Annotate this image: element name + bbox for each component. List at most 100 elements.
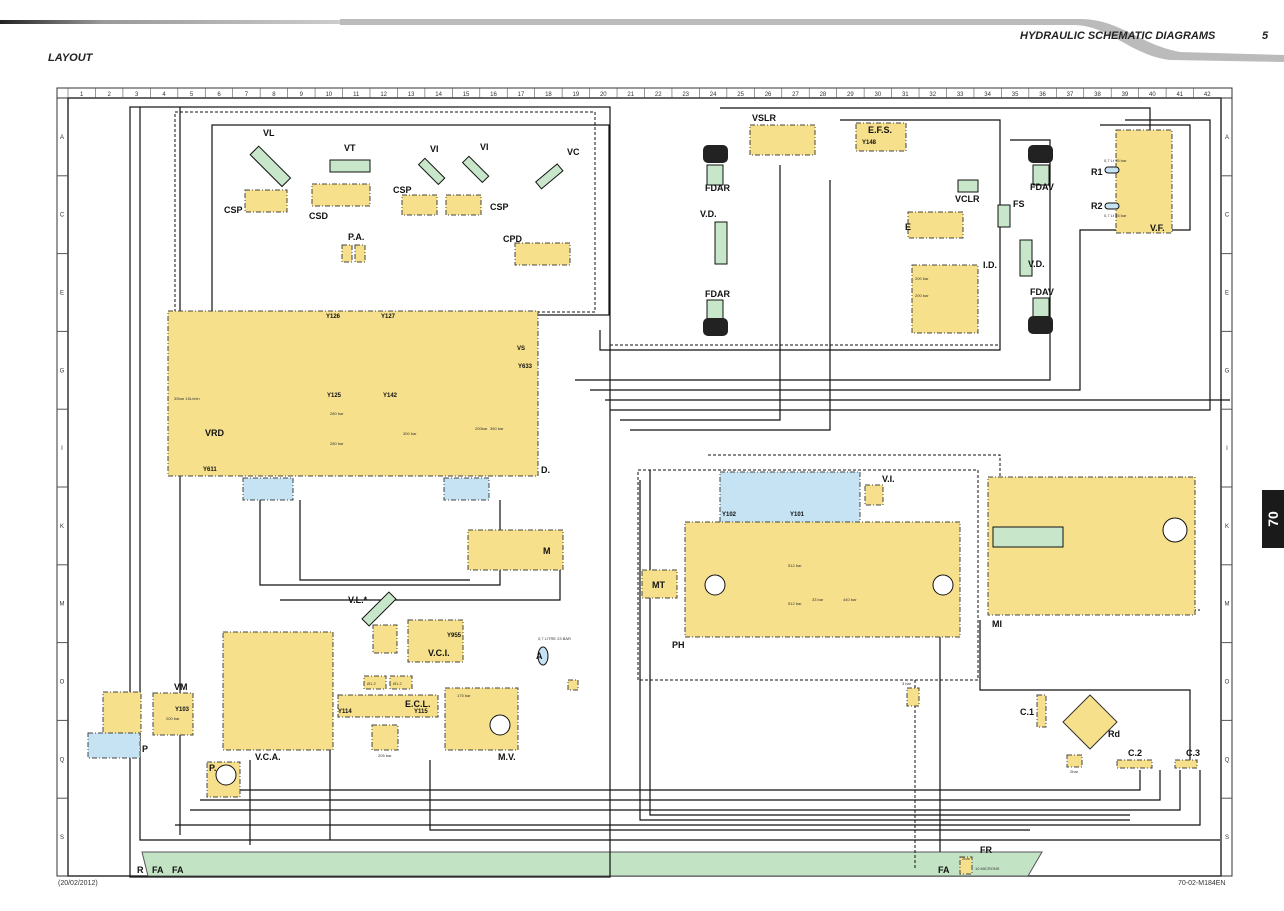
cylinder-vi-2 — [461, 155, 490, 184]
column-label: 21 — [627, 92, 634, 98]
cooler-c3[interactable] — [1174, 759, 1198, 769]
cooler-c2[interactable] — [1116, 759, 1153, 769]
wheel-fdav-2 — [1028, 316, 1053, 334]
brake-fdav-1 — [1032, 164, 1050, 186]
valve-vslr[interactable] — [749, 124, 816, 156]
column-label: 8 — [272, 92, 276, 98]
cylinder-mi — [992, 526, 1064, 548]
steering-id[interactable] — [911, 264, 979, 334]
label-vm: VM — [174, 682, 188, 692]
column-label: 35 — [1012, 92, 1019, 98]
valve-csp-1[interactable] — [244, 189, 288, 213]
column-label: 12 — [380, 92, 387, 98]
annotation-mv-175: 175 bar — [457, 693, 471, 698]
return-filter[interactable] — [959, 856, 973, 875]
valve-p-upper[interactable] — [102, 691, 142, 735]
column-label: 6 — [217, 92, 221, 98]
block-mt[interactable] — [641, 569, 678, 599]
column-label: 16 — [490, 92, 497, 98]
pump-block-ph[interactable] — [684, 521, 961, 638]
radiator-rd[interactable] — [1062, 694, 1118, 750]
label-vclr: VCLR — [955, 194, 980, 204]
footer-date: (20/02/2012) — [58, 880, 98, 887]
row-label: I — [1226, 446, 1228, 452]
valve-cpd[interactable] — [514, 242, 571, 266]
row-label: M — [60, 602, 65, 608]
chapter-tab[interactable]: 70 — [1262, 490, 1284, 548]
cylinder-vt — [329, 159, 371, 173]
annotation-flow: 30bar 15L/min — [174, 396, 200, 401]
tank-reservoir — [141, 851, 1043, 877]
valve-vm[interactable] — [152, 692, 194, 736]
column-label: 32 — [929, 92, 936, 98]
pa-2 — [354, 244, 366, 263]
label-fdar-1: FDAR — [705, 183, 730, 193]
annotation-r2-spec: 0,7 Lt 35 bar — [1104, 213, 1127, 218]
label-y126: Y126 — [326, 314, 341, 320]
label-y114: Y114 — [338, 709, 352, 715]
cylinder-vd-1 — [714, 221, 728, 265]
row-label: I — [61, 446, 63, 452]
row-label: Q — [60, 757, 65, 763]
valve-ecl[interactable] — [337, 694, 439, 718]
label-vi-2: VI — [480, 142, 489, 152]
valve-csp-2[interactable] — [401, 194, 438, 216]
label-ph: PH — [672, 640, 685, 650]
annotation-p-300b: 300 bar — [403, 431, 417, 436]
cooler-c1[interactable] — [1036, 694, 1047, 728]
annotation-orifice-1: Ø1.2 — [367, 681, 376, 686]
label-mv: M.V. — [498, 752, 516, 762]
row-label: M — [1225, 602, 1230, 608]
cylinder-vl-star — [361, 591, 397, 627]
column-label: 18 — [545, 92, 552, 98]
label-csp-3: CSP — [490, 202, 509, 212]
pump-p[interactable] — [87, 732, 141, 759]
valve-e[interactable] — [907, 211, 964, 239]
valve-vf[interactable] — [1115, 129, 1173, 234]
label-vf: V.F. — [1150, 223, 1165, 233]
label-r2: R2 — [1091, 201, 1103, 211]
check-3bar — [906, 687, 920, 707]
charge-pump-icon — [932, 574, 954, 596]
manifold-m[interactable] — [467, 529, 564, 571]
valve-csd[interactable] — [311, 183, 371, 207]
valve-efs[interactable] — [855, 122, 907, 152]
header-band — [0, 0, 1284, 70]
label-a: A — [536, 651, 543, 661]
label-fa-1: FA — [152, 865, 164, 875]
accumulator-icon — [537, 646, 549, 666]
wheel-fdar-2 — [703, 318, 728, 336]
column-label: 13 — [408, 92, 415, 98]
accumulator-r2-icon — [1104, 202, 1120, 210]
valve-vi[interactable] — [864, 484, 884, 506]
label-y142: Y142 — [383, 393, 398, 399]
label-mi: MI — [992, 619, 1002, 629]
label-c3: C.3 — [1186, 748, 1200, 758]
valve-y101-y102[interactable] — [719, 471, 861, 523]
column-label: 5 — [190, 92, 194, 98]
column-label: 3 — [135, 92, 139, 98]
row-label: C — [1225, 213, 1230, 219]
label-fa-3: FA — [938, 865, 950, 875]
accumulator-r1-icon — [1104, 166, 1120, 174]
column-label: 23 — [682, 92, 689, 98]
label-m: M — [543, 546, 551, 556]
label-r1: R1 — [1091, 167, 1103, 177]
label-d: D. — [541, 465, 550, 475]
orifice-2 — [389, 675, 413, 690]
test-point — [567, 679, 579, 691]
row-label: G — [1225, 368, 1230, 374]
distributor-block-d[interactable] — [167, 310, 539, 477]
column-label: 7 — [245, 92, 249, 98]
valve-vci[interactable] — [407, 619, 464, 663]
valve-vca[interactable] — [222, 631, 334, 751]
column-label: 20 — [600, 92, 607, 98]
relief-205[interactable] — [371, 724, 399, 751]
column-label: 19 — [573, 92, 580, 98]
wheels — [703, 145, 1053, 336]
row-label: G — [60, 368, 65, 374]
label-fdar-2: FDAR — [705, 289, 730, 299]
check-vl[interactable] — [372, 624, 398, 654]
valve-csp-3[interactable] — [445, 194, 482, 216]
